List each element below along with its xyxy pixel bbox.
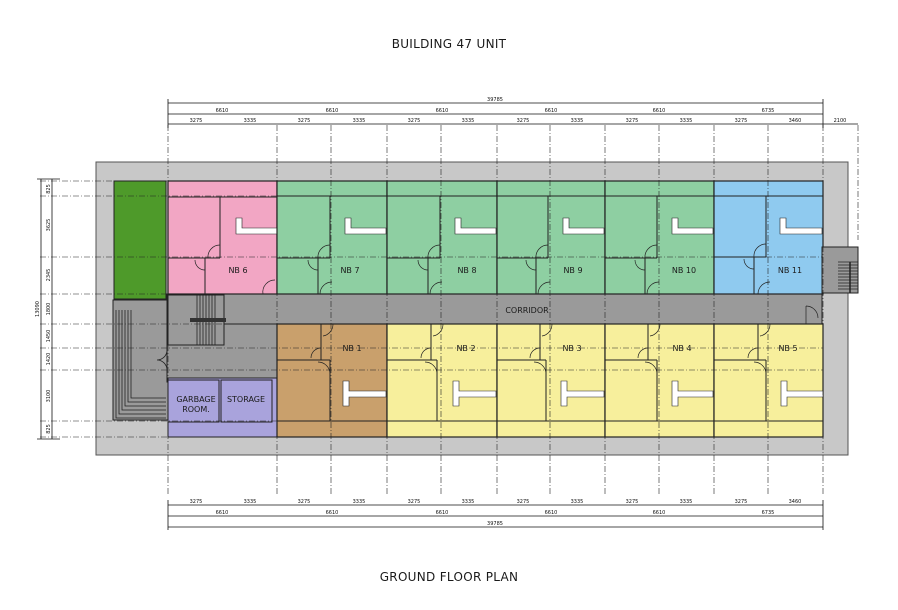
top-bay-dim: 6610 bbox=[545, 108, 558, 114]
plan-title: BUILDING 47 UNIT bbox=[391, 37, 507, 51]
top-sub-dim: 3275 bbox=[298, 118, 311, 124]
left-segment-dim: 3625 bbox=[46, 219, 52, 232]
garbage-room-label-2: ROOM. bbox=[182, 405, 210, 414]
left-segment-dim: 1800 bbox=[46, 303, 52, 316]
left-segment-dim: 825 bbox=[46, 424, 52, 434]
top-sub-dim: 3275 bbox=[735, 118, 748, 124]
bottom-sub-dim: 3275 bbox=[626, 499, 639, 505]
top-sub-dim: 3275 bbox=[190, 118, 203, 124]
bottom-bay-dim: 6735 bbox=[762, 510, 775, 516]
unit-nb3-label: NB 3 bbox=[562, 344, 581, 353]
left-segment-dim: 2345 bbox=[46, 269, 52, 282]
unit-nb6-label: NB 6 bbox=[228, 266, 247, 275]
unit-nb4-label: NB 4 bbox=[672, 344, 691, 353]
unit-nb6: NB 6 bbox=[167, 180, 278, 295]
south-units: NB 1 NB 2 NB 3 bbox=[276, 323, 824, 438]
unit-nb7: NB 7 bbox=[276, 180, 388, 295]
north-units: NB 6 NB 7 NB 8 bbox=[167, 180, 824, 295]
left-segment-dim: 1420 bbox=[46, 353, 52, 366]
bottom-sub-dim: 3275 bbox=[735, 499, 748, 505]
unit-nb2-label: NB 2 bbox=[456, 344, 475, 353]
bottom-sub-dim: 3275 bbox=[517, 499, 530, 505]
top-sub-dim: 3335 bbox=[353, 118, 366, 124]
top-bay-dim: 6610 bbox=[653, 108, 666, 114]
top-right-extra-dim: 2100 bbox=[834, 118, 847, 124]
left-segment-dim: 825 bbox=[46, 184, 52, 194]
plan-subtitle: GROUND FLOOR PLAN bbox=[379, 570, 519, 584]
top-sub-dim: 3335 bbox=[680, 118, 693, 124]
unit-nb5-label: NB 5 bbox=[778, 344, 797, 353]
bottom-sub-dim: 3275 bbox=[408, 499, 421, 505]
garbage-room-label: GARBAGE bbox=[176, 395, 215, 404]
bottom-sub-dim: 3335 bbox=[353, 499, 366, 505]
top-dimensions bbox=[167, 99, 858, 128]
unit-nb10-label: NB 10 bbox=[672, 266, 696, 275]
top-sub-dim: 3275 bbox=[517, 118, 530, 124]
top-sub-dim: 3335 bbox=[462, 118, 475, 124]
bottom-sub-dim: 3335 bbox=[680, 499, 693, 505]
unit-nb1-label: NB 1 bbox=[342, 344, 361, 353]
unit-nb4: NB 4 bbox=[604, 323, 715, 438]
top-bay-dim: 6610 bbox=[326, 108, 339, 114]
bottom-bay-dim: 6610 bbox=[436, 510, 449, 516]
bottom-sub-dim: 3335 bbox=[462, 499, 475, 505]
unit-nb8-label: NB 8 bbox=[457, 266, 476, 275]
bottom-dimensions bbox=[167, 500, 824, 530]
bottom-overall-dim: 39785 bbox=[487, 521, 503, 527]
right-exterior-stair bbox=[821, 246, 859, 294]
left-dimensions bbox=[37, 178, 60, 440]
bottom-bay-dim: 6610 bbox=[545, 510, 558, 516]
storage-room-label: STORAGE bbox=[227, 395, 265, 404]
bottom-bay-dim: 6610 bbox=[326, 510, 339, 516]
top-overall-dim: 39785 bbox=[487, 97, 503, 103]
unit-nb2: NB 2 bbox=[386, 323, 498, 438]
bottom-sub-dim: 3335 bbox=[244, 499, 257, 505]
left-segment-dim: 3100 bbox=[46, 390, 52, 403]
bottom-sub-dim: 3275 bbox=[190, 499, 203, 505]
bottom-sub-dim: 3275 bbox=[298, 499, 311, 505]
top-sub-dim: 3335 bbox=[244, 118, 257, 124]
top-sub-dim: 3335 bbox=[571, 118, 584, 124]
top-sub-dim: 3275 bbox=[626, 118, 639, 124]
left-segment-dim: 1450 bbox=[46, 330, 52, 343]
unit-nb5: NB 5 bbox=[713, 323, 824, 438]
left-overall-dim: 13090 bbox=[35, 301, 41, 317]
bottom-sub-dim: 3460 bbox=[789, 499, 802, 505]
top-bay-dim: 6610 bbox=[216, 108, 229, 114]
stair-treads-left bbox=[115, 310, 166, 419]
corridor-label: CORRIDOR bbox=[505, 306, 549, 315]
unit-nb9-label: NB 9 bbox=[563, 266, 582, 275]
top-bay-dim: 6735 bbox=[762, 108, 775, 114]
unit-nb9: NB 9 bbox=[496, 180, 606, 295]
unit-nb10: NB 10 bbox=[604, 180, 715, 295]
unit-nb11: NB 11 bbox=[713, 180, 824, 295]
right-stair-treads bbox=[838, 261, 858, 293]
unit-nb8: NB 8 bbox=[386, 180, 498, 295]
corridor bbox=[166, 293, 823, 325]
storage-room bbox=[220, 379, 273, 423]
top-bay-dim: 6610 bbox=[436, 108, 449, 114]
unit-nb1: NB 1 bbox=[276, 323, 388, 438]
unit-nb11-label: NB 11 bbox=[778, 266, 802, 275]
bottom-bay-dim: 6610 bbox=[653, 510, 666, 516]
bottom-bay-dim: 6610 bbox=[216, 510, 229, 516]
lawn-area bbox=[113, 180, 167, 300]
unit-nb3: NB 3 bbox=[496, 323, 606, 438]
top-sub-dim: 3460 bbox=[789, 118, 802, 124]
top-sub-dim: 3275 bbox=[408, 118, 421, 124]
bottom-sub-dim: 3335 bbox=[571, 499, 584, 505]
unit-nb7-label: NB 7 bbox=[340, 266, 359, 275]
grid-lines bbox=[40, 125, 859, 495]
